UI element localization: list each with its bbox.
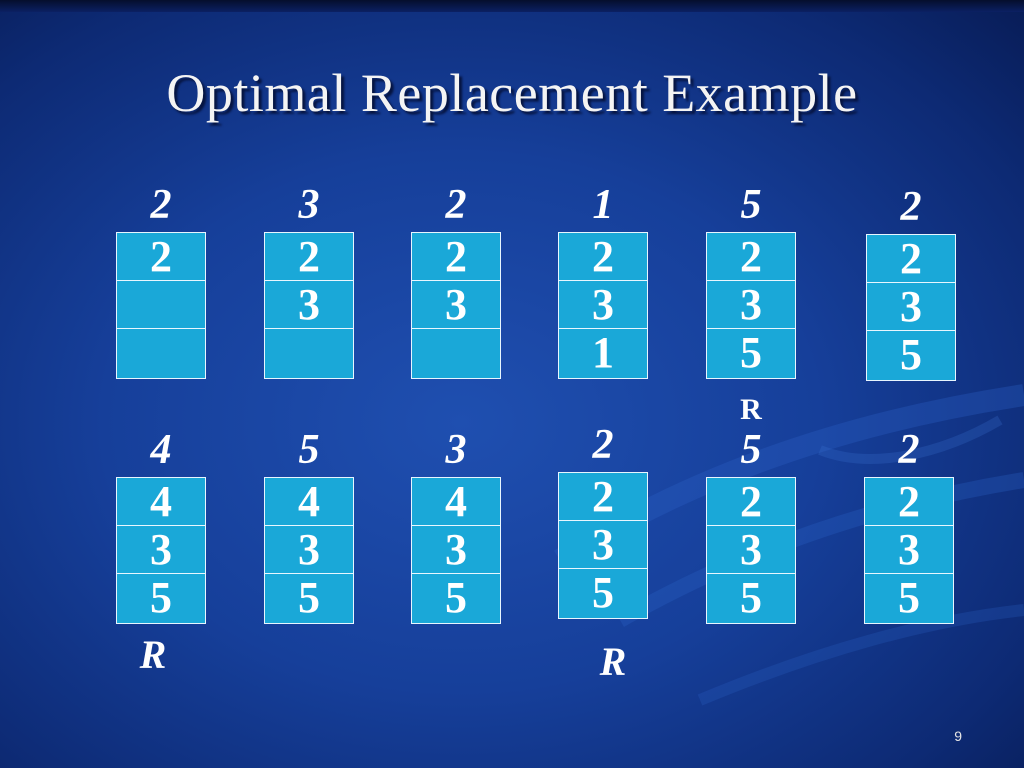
frame-cell: 2	[559, 233, 647, 281]
top-dark-band	[0, 0, 1024, 12]
frame-cell: 4	[117, 478, 205, 526]
frame-cell: 2	[265, 233, 353, 281]
reference-value: 5	[740, 427, 762, 473]
frame-cell: 3	[265, 526, 353, 574]
frame-cell: 5	[900, 330, 922, 379]
replacement-marker: R	[139, 632, 167, 677]
frame-cell: 5	[898, 573, 920, 622]
replacement-marker: R	[740, 393, 762, 426]
frame-cell: 3	[559, 521, 647, 569]
frame-cell: 2	[865, 478, 953, 526]
frame-cell: 2	[559, 473, 647, 521]
frame-cell: 5	[740, 573, 762, 622]
frame-cell: 3	[412, 526, 500, 574]
frame-stack: 2 3 5	[706, 477, 796, 624]
frame-cell: 3	[707, 281, 795, 329]
frame-stack: 4 3 5	[264, 477, 354, 624]
page-number: 9	[954, 728, 962, 744]
frame-cell: 5	[740, 328, 762, 377]
frame-cell: 3	[867, 283, 955, 331]
frame-cell: 4	[412, 478, 500, 526]
frame-stack: 2 3 5	[706, 232, 796, 379]
frame-stack: 2	[116, 232, 206, 379]
frame-cell: 1	[592, 328, 614, 377]
frame-cell: 3	[559, 281, 647, 329]
frame-stack: 2 3 5	[866, 234, 956, 381]
reference-value: 2	[900, 184, 922, 230]
reference-value: 2	[592, 422, 614, 468]
frame-cell: 5	[298, 573, 320, 622]
frame-cell	[117, 281, 205, 329]
frame-cell: 5	[592, 568, 614, 617]
reference-value: 2	[445, 182, 467, 228]
frame-stack: 2 3 1	[558, 232, 648, 379]
frame-cell	[117, 329, 205, 377]
frame-cell: 2	[412, 233, 500, 281]
frame-cell: 3	[117, 526, 205, 574]
frame-cell: 3	[412, 281, 500, 329]
reference-value: 5	[298, 427, 320, 473]
reference-value: 1	[592, 182, 614, 228]
reference-value: 2	[150, 182, 172, 228]
frame-cell: 3	[707, 526, 795, 574]
frame-stack: 2 3	[411, 232, 501, 379]
frame-cell: 5	[445, 573, 467, 622]
reference-value: 2	[898, 427, 920, 473]
frame-cell	[412, 329, 500, 377]
frame-stack: 2 3	[264, 232, 354, 379]
frame-stack: 4 3 5	[116, 477, 206, 624]
frame-cell: 3	[265, 281, 353, 329]
reference-value: 5	[740, 182, 762, 228]
frame-stack: 2 3 5	[864, 477, 954, 624]
frame-cell: 5	[150, 573, 172, 622]
frame-stack: 2 3 5	[558, 472, 648, 619]
reference-value: 3	[445, 427, 467, 473]
frame-cell: 2	[867, 235, 955, 283]
frame-stack: 4 3 5	[411, 477, 501, 624]
slide-title: Optimal Replacement Example	[166, 63, 858, 123]
frame-cell: 2	[707, 478, 795, 526]
frame-cell	[265, 329, 353, 377]
reference-value: 4	[150, 427, 172, 473]
replacement-marker: R	[599, 639, 627, 684]
frame-cell: 2	[707, 233, 795, 281]
reference-value: 3	[298, 182, 320, 228]
frame-cell: 2	[117, 233, 205, 281]
frame-cell: 3	[865, 526, 953, 574]
frame-cell: 4	[265, 478, 353, 526]
